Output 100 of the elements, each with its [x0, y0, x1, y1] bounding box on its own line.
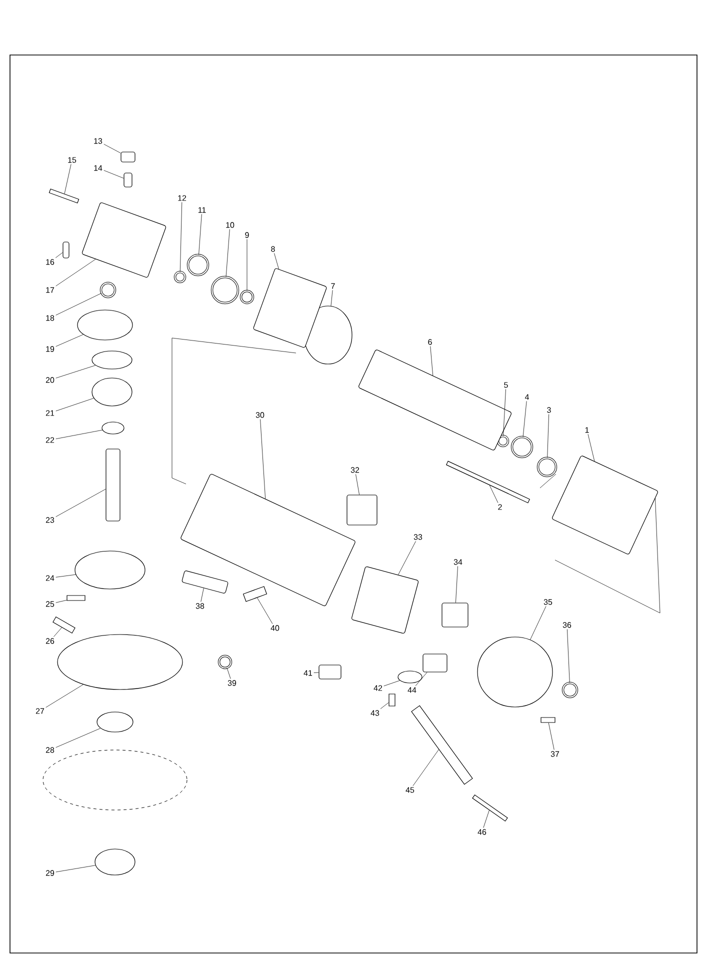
part-drawing	[48, 188, 80, 204]
part-drawing	[398, 670, 422, 684]
part-drawing	[82, 202, 166, 278]
callout-number: 36	[562, 622, 572, 628]
callout-number: 3	[547, 407, 551, 413]
part-drawing	[351, 566, 419, 634]
leader-line	[104, 170, 124, 178]
leader-line	[104, 144, 121, 154]
part-drawing	[106, 448, 120, 522]
leader-line	[274, 253, 279, 270]
part-drawing	[346, 494, 378, 526]
callout-number: 7	[331, 283, 335, 289]
leader-line	[56, 292, 102, 316]
leader-line	[56, 574, 76, 578]
callout-number: 15	[68, 157, 76, 163]
callout-number: 29	[46, 870, 54, 876]
leader-line	[56, 398, 94, 412]
callout-number: 11	[198, 207, 206, 213]
leader-line	[330, 290, 333, 306]
callout-number: 38	[196, 603, 204, 609]
part-drawing	[240, 290, 254, 304]
callout-number: 17	[46, 287, 54, 293]
leader-line	[257, 598, 273, 624]
part-drawing	[100, 282, 116, 298]
callout-number: 2	[498, 504, 502, 510]
callout-number: 19	[46, 346, 54, 352]
leader-line	[430, 346, 434, 376]
callout-number: 9	[245, 232, 249, 238]
part-drawing	[92, 350, 132, 370]
callout-number: 26	[46, 638, 54, 644]
callout-number: 24	[46, 575, 54, 581]
callout-number: 42	[374, 685, 382, 691]
part-drawing	[318, 664, 342, 680]
leader-line	[483, 810, 490, 828]
leader-line	[398, 541, 416, 575]
part-drawing	[92, 378, 132, 406]
part-drawing	[536, 456, 558, 478]
callout-number: 4	[524, 394, 529, 400]
leader-line	[356, 474, 360, 495]
part-drawing	[57, 634, 183, 690]
leader-line	[489, 485, 498, 504]
part-drawing	[358, 350, 512, 450]
leader-line	[588, 434, 595, 462]
leader-line	[415, 672, 428, 686]
part-drawing	[422, 654, 448, 672]
part-drawing	[186, 254, 210, 276]
part-drawing	[102, 422, 124, 434]
part-drawing	[442, 602, 468, 628]
part-drawing	[96, 712, 134, 732]
callout-number: 23	[46, 517, 54, 523]
part-drawing	[62, 242, 70, 258]
leader-line	[226, 229, 230, 277]
part-drawing	[66, 595, 86, 601]
leader-line	[522, 400, 527, 437]
leader-line	[567, 629, 570, 683]
leader-line	[260, 419, 266, 499]
callout-number: 20	[46, 377, 54, 383]
callout-number: 5	[504, 382, 508, 388]
part-drawing	[94, 848, 136, 876]
leader-line	[198, 214, 202, 255]
leader-line	[56, 865, 96, 872]
callout-number: 1	[585, 427, 589, 433]
leader-line	[56, 430, 102, 440]
leader-line	[384, 680, 400, 686]
leader-line	[56, 365, 96, 378]
part-drawing	[552, 456, 658, 554]
part-drawing	[562, 682, 578, 698]
leader-line	[547, 414, 550, 458]
callout-number: 14	[94, 165, 102, 171]
callout-number: 21	[46, 410, 54, 416]
callout-number: 34	[454, 559, 462, 565]
callout-number: 35	[544, 599, 552, 605]
leader-line	[54, 627, 62, 637]
callout-number: 16	[46, 259, 54, 265]
part-drawing	[218, 654, 232, 670]
part-drawing	[52, 616, 76, 634]
callout-number: 8	[271, 246, 275, 252]
leader-line	[56, 334, 84, 347]
leader-line	[380, 702, 389, 709]
callout-number: 32	[350, 467, 360, 473]
leader-line	[548, 722, 554, 750]
leader-line	[503, 389, 506, 436]
leader-line	[56, 600, 67, 603]
leader-line	[456, 566, 458, 603]
part-drawing	[124, 172, 132, 188]
callout-number: 25	[46, 601, 54, 607]
callout-number: 28	[46, 747, 54, 753]
callout-number: 33	[414, 534, 422, 540]
callout-number: 41	[304, 670, 312, 676]
callout-number: 46	[478, 829, 486, 835]
part-drawing	[304, 306, 352, 364]
part-drawing	[77, 310, 133, 340]
callout-number: 10	[226, 222, 234, 228]
leader-line	[55, 252, 63, 258]
callout-number: 39	[228, 680, 236, 686]
part-drawing	[74, 550, 146, 590]
part-drawing	[388, 694, 396, 706]
leader-line	[56, 259, 96, 286]
callout-number: 12	[178, 195, 186, 201]
leader-line	[412, 749, 439, 786]
